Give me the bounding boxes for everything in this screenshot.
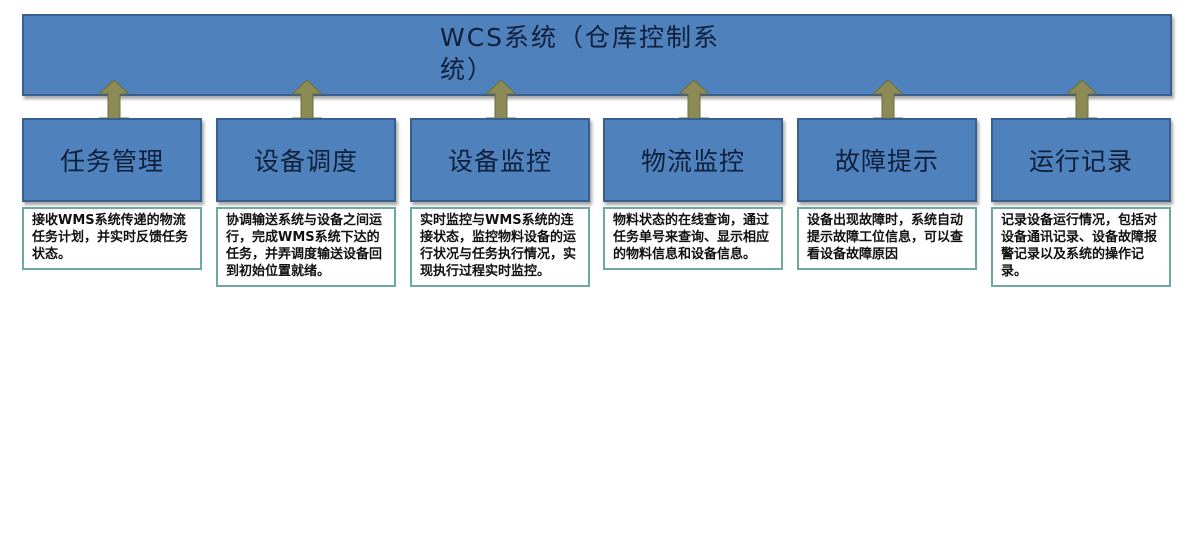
wcs-system-bar: WCS系统（仓库控制系统） xyxy=(22,14,1172,96)
module-title: 设备监控 xyxy=(447,147,552,176)
module-description: 设备出现故障时，系统自动提示故障工位信息，可以查看设备故障原因 xyxy=(797,207,977,270)
module-task-management: 任务管理 xyxy=(22,118,202,202)
module-description: 物料状态的在线查询，通过任务单号来查询、显示相应的物料信息和设备信息。 xyxy=(603,207,783,270)
module-description: 实时监控与WMS系统的连接状态，监控物料设备的运行状况与任务执行情况，实现执行过… xyxy=(410,207,590,287)
module-fault-alert: 故障提示 xyxy=(797,118,977,202)
module-title: 任务管理 xyxy=(59,147,164,176)
module-description: 记录设备运行情况，包括对设备通讯记录、设备故障报警记录以及系统的操作记录。 xyxy=(991,207,1171,287)
module-device-scheduling: 设备调度 xyxy=(216,118,396,202)
module-title: 物流监控 xyxy=(640,147,745,176)
wcs-system-title: WCS系统（仓库控制系统） xyxy=(440,23,721,84)
module-description: 接收WMS系统传递的物流任务计划，并实时反馈任务状态。 xyxy=(22,207,202,270)
module-description: 协调输送系统与设备之间运行，完成WMS系统下达的任务，并弄调度输送设备回到初始位… xyxy=(216,207,396,287)
module-logistics-monitoring: 物流监控 xyxy=(603,118,783,202)
module-device-monitoring: 设备监控 xyxy=(410,118,590,202)
module-title: 故障提示 xyxy=(834,147,939,176)
module-title: 运行记录 xyxy=(1028,147,1133,176)
module-title: 设备调度 xyxy=(253,147,358,176)
module-operation-log: 运行记录 xyxy=(991,118,1171,202)
